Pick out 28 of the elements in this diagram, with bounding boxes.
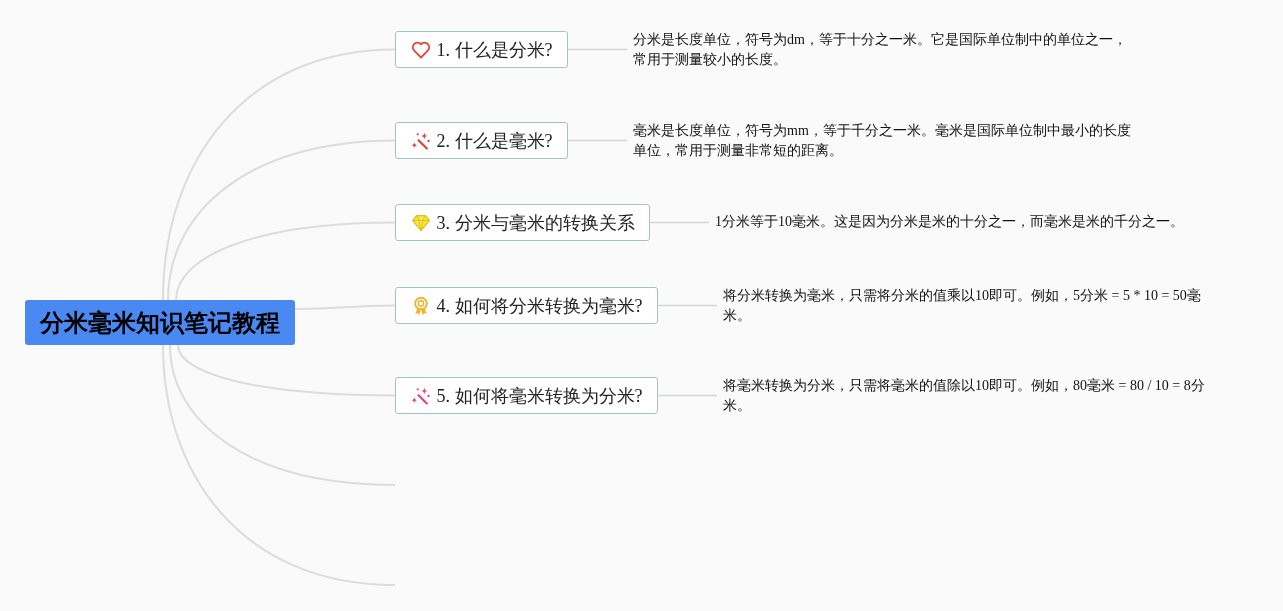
connector-line [657,394,718,397]
topic-label: 4. 如何将分米转换为毫米? [436,294,643,317]
connector-line [177,344,396,397]
topic-label: 3. 分米与毫米的转换关系 [436,211,635,234]
note-text: 将分米转换为毫米，只需将分米的值乘以10即可。例如，5分米 = 5 * 10 = 50毫米。 [723,286,1215,326]
connector-line [162,48,396,301]
central-topic: 分米毫米知识笔记教程 [25,300,295,345]
topic-box [395,287,658,324]
connector-line [162,344,396,586]
topic-label: 5. 如何将毫米转换为分米? [436,384,643,407]
topic-label: 1. 什么是分米? [436,38,553,61]
note-text: 分米是长度单位，符号为dm，等于十分之一米。它是国际单位制中的单位之一，常用于测量较小的长度。 [633,30,1134,70]
connector-line [649,221,710,224]
topic-box [395,31,568,68]
connector-line [169,344,396,486]
topic-box [395,204,650,241]
connector-line [175,221,396,301]
note-text: 将毫米转换为分米，只需将毫米的值除以10即可。例如，80毫米 = 80 / 10 = 8分米。 [723,376,1213,416]
connector-line [294,304,396,310]
connector-line [657,304,718,307]
note-text: 毫米是长度单位，符号为mm，等于千分之一米。毫米是国际单位制中最小的长度单位，常用于测量非常短的距离。 [633,121,1138,161]
topic-box [395,122,568,159]
connector-line [567,48,628,51]
topic-label: 2. 什么是毫米? [436,129,553,152]
connector-line [167,139,396,301]
note-text: 1分米等于10毫米。这是因为分米是米的十分之一，而毫米是米的千分之一。 [715,212,1184,232]
connector-line [567,139,628,142]
topic-box [395,377,658,414]
